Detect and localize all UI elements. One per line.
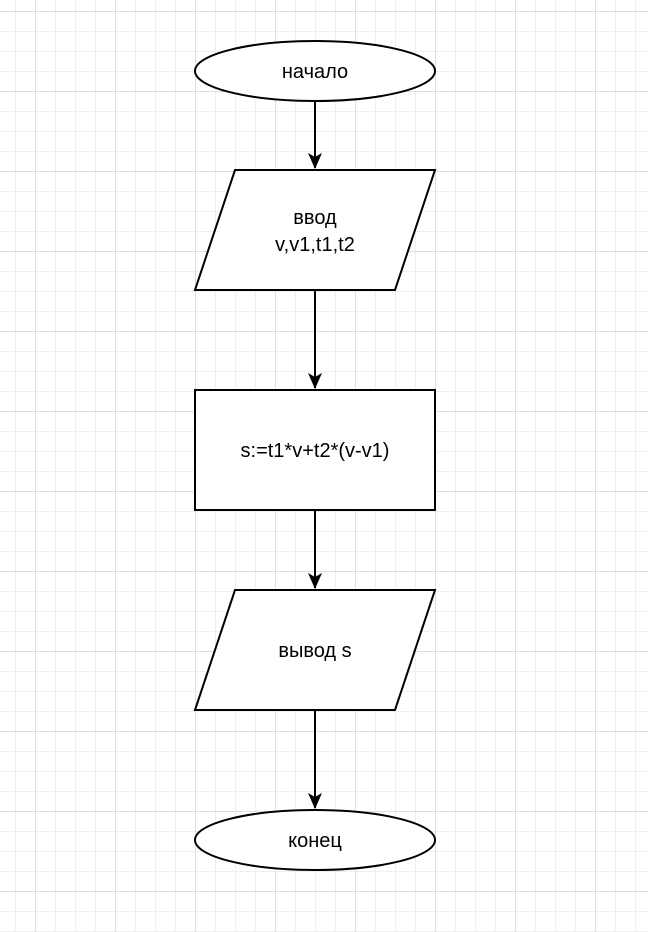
- start-ellipse: [194, 40, 436, 102]
- output-node[interactable]: вывод s: [193, 589, 437, 711]
- end-node[interactable]: конец: [194, 809, 436, 871]
- output-parallelogram: [193, 589, 437, 711]
- end-ellipse: [194, 809, 436, 871]
- process-rectangle: [194, 389, 436, 511]
- input-parallelogram: [193, 169, 437, 291]
- input-label-line2: v,v1,t1,t2: [275, 234, 355, 256]
- end-label: конец: [288, 830, 342, 852]
- output-label: вывод s: [278, 640, 351, 662]
- input-label-line1: ввод: [293, 207, 337, 229]
- input-node[interactable]: ввод v,v1,t1,t2: [193, 169, 437, 291]
- start-node[interactable]: начало: [194, 40, 436, 102]
- start-label: начало: [282, 61, 348, 83]
- process-node[interactable]: s:=t1*v+t2*(v-v1): [194, 389, 436, 511]
- process-label: s:=t1*v+t2*(v-v1): [241, 440, 390, 462]
